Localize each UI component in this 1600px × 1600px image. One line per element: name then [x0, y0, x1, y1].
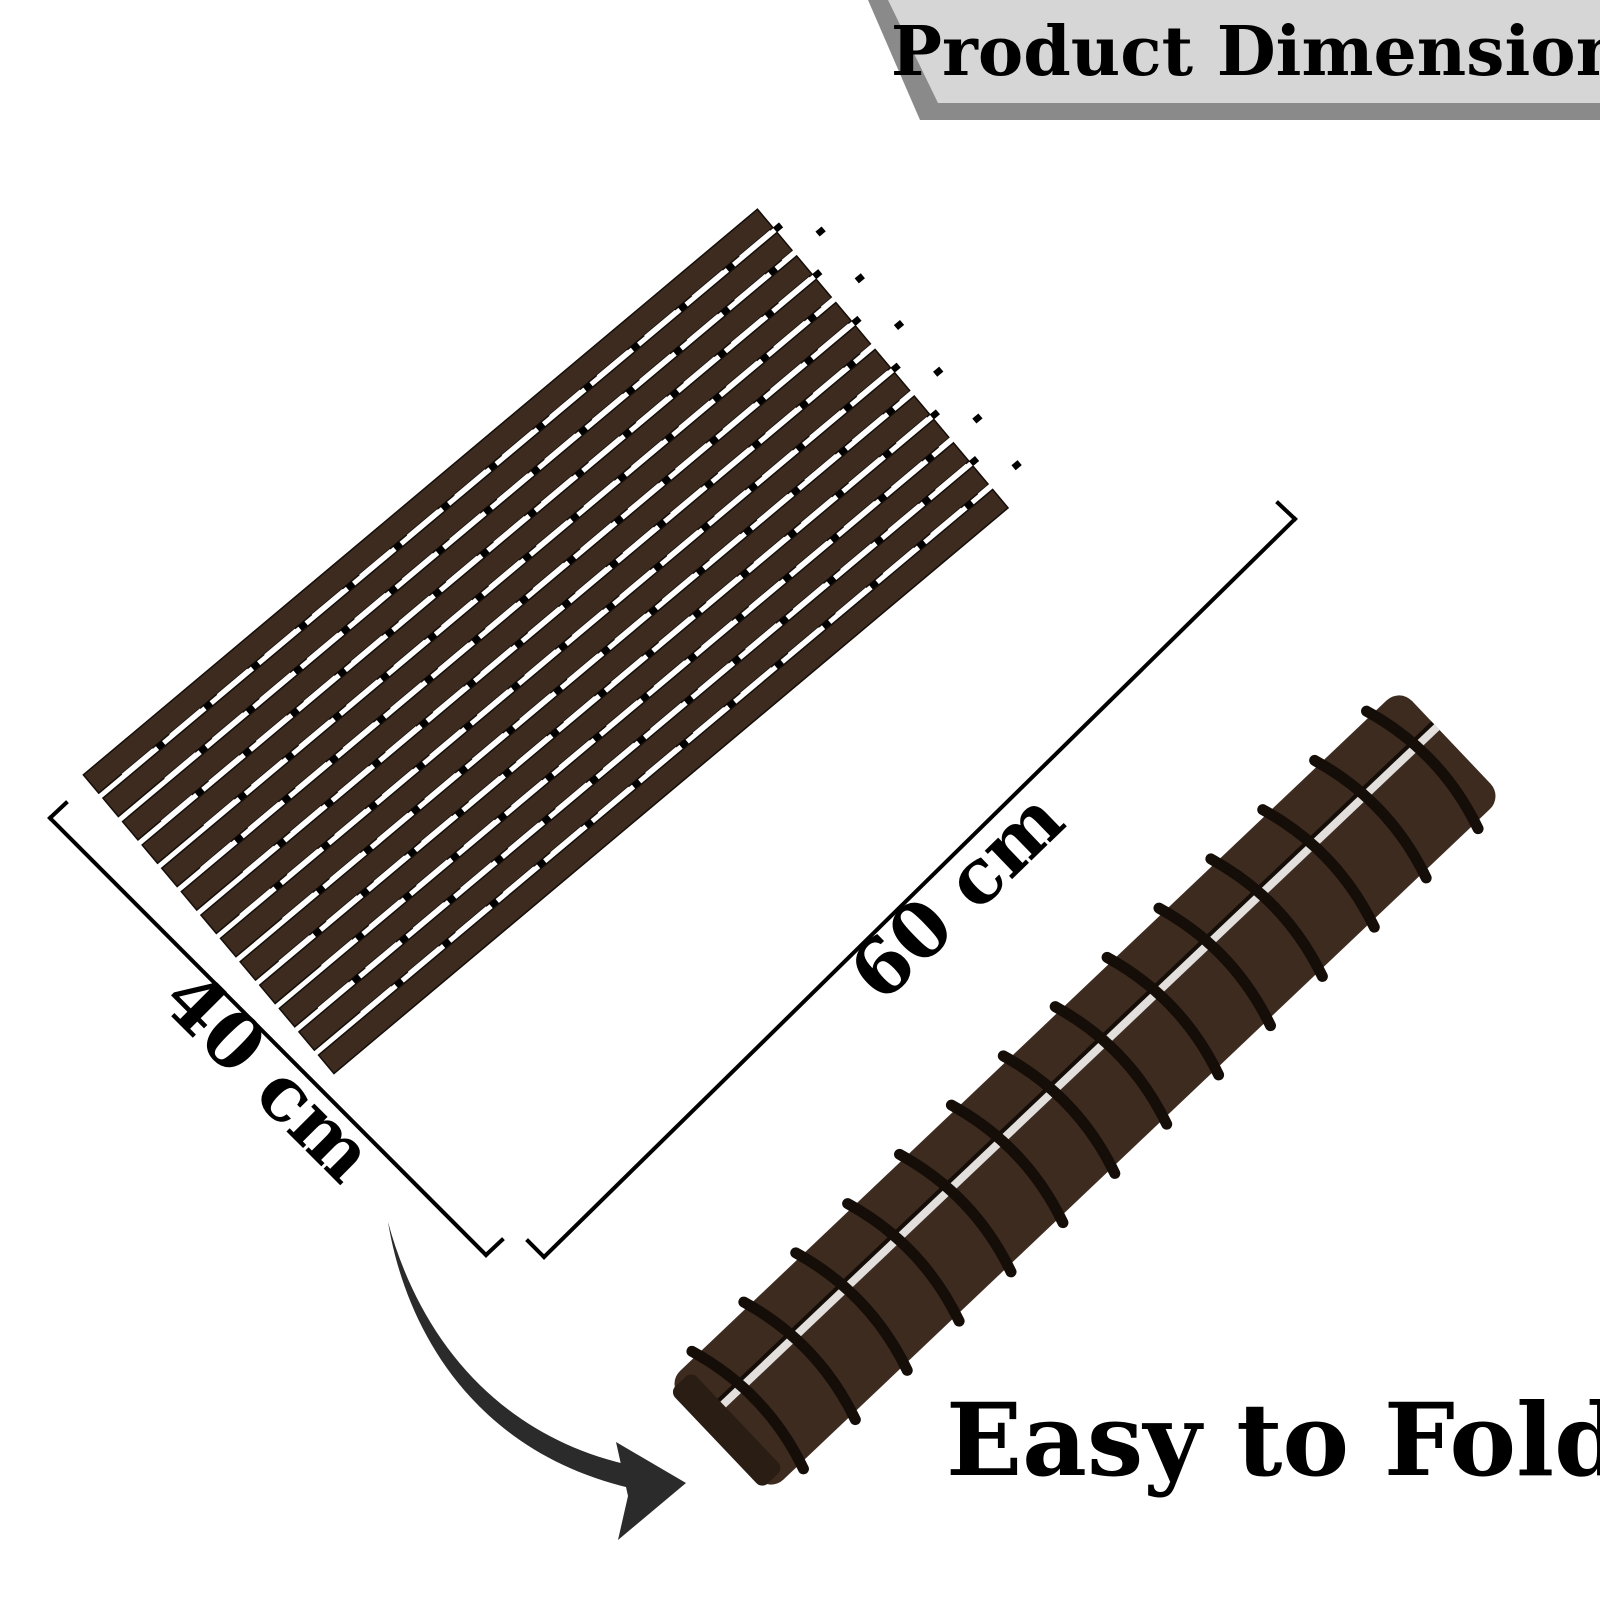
roll-end-cap — [672, 1374, 781, 1486]
roll-band — [738, 1296, 861, 1426]
mat-slat — [180, 319, 905, 912]
curved-arrow-icon — [388, 1222, 686, 1540]
roll-band — [997, 1050, 1121, 1179]
mat-slat — [219, 366, 944, 958]
length-label: 60 cm — [833, 774, 1081, 1018]
roll-band — [842, 1198, 965, 1327]
roll-band — [945, 1099, 1069, 1229]
roll-band — [1257, 804, 1380, 933]
roll-band — [1205, 853, 1328, 982]
mat-slat — [297, 460, 1022, 1052]
roll-band — [894, 1148, 1017, 1278]
easy-to-fold-label: Easy to Fold — [946, 1381, 1600, 1499]
mat-slat — [121, 254, 823, 841]
mat-slat — [317, 488, 1010, 1075]
roll-band — [1309, 754, 1432, 884]
mat-slat — [278, 441, 980, 1028]
banner-background — [888, 0, 1600, 103]
roll-band — [790, 1247, 913, 1376]
title-banner: Product Dimension — [868, 0, 1600, 120]
flat-mat-illustration — [82, 208, 1022, 1075]
roll-band — [1049, 1001, 1173, 1130]
roll-band — [686, 1345, 809, 1475]
mat-slat — [101, 226, 826, 818]
length-dimension-line — [525, 500, 1298, 1260]
roll-body — [674, 695, 1496, 1485]
roll-band — [1361, 705, 1484, 835]
mat-slat — [82, 208, 784, 795]
width-dimension-line — [47, 800, 505, 1258]
roll-band — [1153, 902, 1276, 1032]
mat-slat — [141, 273, 865, 865]
mat-slat — [160, 301, 862, 888]
roll-band — [1101, 951, 1225, 1081]
banner-title: Product Dimension — [891, 12, 1600, 92]
rolled-mat-illustration — [672, 695, 1496, 1486]
mat-slat — [239, 395, 940, 982]
mat-slat — [258, 413, 983, 1005]
mat-slat — [199, 348, 901, 935]
